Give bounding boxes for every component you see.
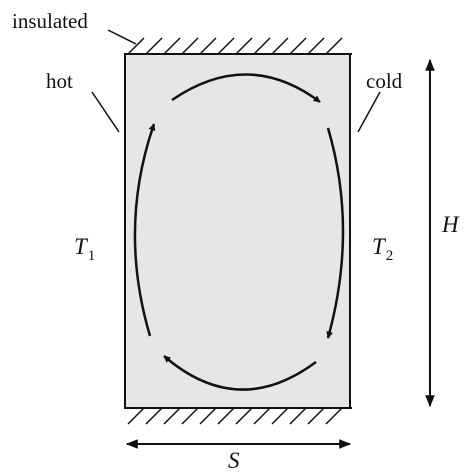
circulation-arrow-top [171,73,321,104]
insulated-label: insulated [12,9,88,33]
cold-leader-line [357,91,381,133]
t1-label: T1 [74,234,95,264]
insulated-leader-line [107,29,137,45]
cold-label: cold [366,69,403,93]
height-label: H [441,212,460,237]
cavity [124,53,351,409]
circulation-arrow-bottom [163,355,317,391]
spacing-label: S [228,448,240,473]
t2-label: T2 [372,234,393,264]
top-insulation-hatching [124,37,352,55]
circulation-arrow-left [133,123,156,337]
hot-leader-line [91,91,120,133]
hot-label: hot [46,69,73,93]
circulation-arrow-right [326,127,345,339]
bottom-insulation-hatching [124,407,352,425]
